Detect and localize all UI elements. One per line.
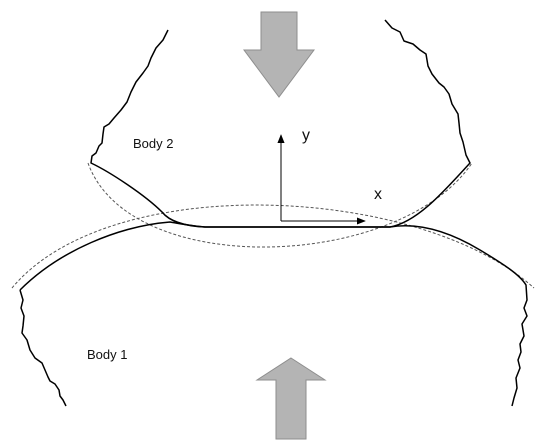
body1-outline xyxy=(19,221,528,407)
force-arrow-down-icon xyxy=(243,11,315,98)
force-arrow-up-icon xyxy=(255,357,327,440)
x-axis-label: x xyxy=(374,186,382,203)
body2-undeformed-profile xyxy=(87,162,473,248)
body2-label: Body 2 xyxy=(133,136,173,151)
y-axis-label: y xyxy=(302,127,310,144)
body1-label: Body 1 xyxy=(87,347,127,362)
body1-undeformed-profile xyxy=(11,204,535,289)
